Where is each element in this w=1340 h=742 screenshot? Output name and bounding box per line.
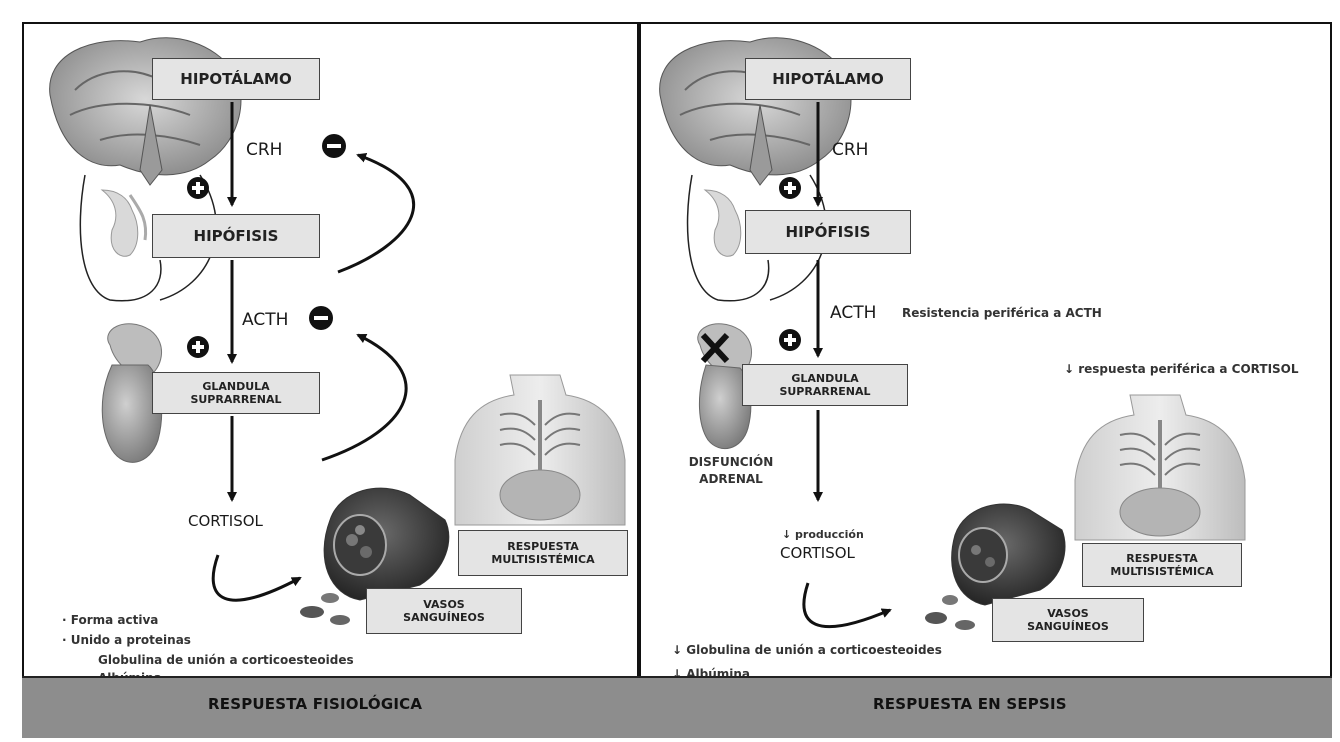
left-hipotalamo-box: HIPOTÁLAMO [152,58,320,100]
left-cortisol-label: CORTISOL [188,512,263,530]
right-respuesta-box: RESPUESTA MULTISISTÉMICA [1082,543,1242,587]
right-plus-icon-1 [779,177,801,199]
right-produccion-label: ↓ producción [782,528,864,541]
left-glandula-box: GLANDULA SUPRARRENAL [152,372,320,414]
right-hipofisis-label: HIPÓFISIS [785,223,871,241]
left-feedback-arrow-lower [321,333,408,462]
left-vasos-box: VASOS SANGUÍNEOS [366,588,522,634]
right-crh-label: CRH [832,140,869,160]
left-vessel-illustration [300,487,450,625]
left-minus-icon-1 [322,134,346,158]
right-note-globulina: ↓ Globulina de unión a corticoesteoides [672,643,942,657]
footer-label-sepsis: RESPUESTA EN SEPSIS [873,695,1067,713]
left-acth-label: ACTH [242,310,289,330]
left-feedback-arrow-upper [337,153,415,274]
panel-divider [637,22,641,694]
right-hipofisis-box: HIPÓFISIS [745,210,911,254]
right-cortisol-label: CORTISOL [780,544,855,562]
left-hipofisis-box: HIPÓFISIS [152,214,320,258]
right-vasos-box: VASOS SANGUÍNEOS [992,598,1144,642]
right-disfuncion-label: DISFUNCIÓN ADRENAL [688,455,774,486]
left-arrow-to-vessels [211,554,302,602]
right-glandula-box: GLANDULA SUPRARRENAL [742,364,908,406]
left-respuesta-label: RESPUESTA MULTISISTÉMICA [491,540,595,566]
left-note-unido-proteinas: · Unido a proteinas [62,633,191,647]
right-hipotalamo-label: HIPOTÁLAMO [772,70,884,88]
right-glandula-label: GLANDULA SUPRARRENAL [779,372,871,398]
left-plus-icon-1 [187,177,209,199]
left-crh-label: CRH [246,140,283,160]
cross-icon [700,332,730,364]
left-glandula-label: GLANDULA SUPRARRENAL [190,380,282,406]
left-adrenal-illustration [101,323,163,463]
right-respuesta-label: RESPUESTA MULTISISTÉMICA [1110,552,1214,578]
right-vessel-illustration [925,503,1066,630]
right-torso-illustration [1074,394,1246,541]
footer-bar [22,676,1332,738]
left-hipofisis-label: HIPÓFISIS [193,227,279,245]
right-acth-resistance-note: Resistencia periférica a ACTH [902,306,1102,320]
left-respuesta-box: RESPUESTA MULTISISTÉMICA [458,530,628,576]
right-cortisol-response-note: ↓ respuesta periférica a CORTISOL [1064,362,1299,376]
right-acth-label: ACTH [830,303,877,323]
right-adrenal-illustration [697,323,752,449]
left-torso-illustration [454,374,626,526]
right-plus-icon-2 [779,329,801,351]
left-plus-icon-2 [187,336,209,358]
right-arrow-to-vessels [802,582,892,629]
left-hipotalamo-label: HIPOTÁLAMO [180,70,292,88]
left-note-forma-activa: · Forma activa [62,613,159,627]
left-minus-icon-2 [309,306,333,330]
left-vasos-label: VASOS SANGUÍNEOS [403,598,485,624]
left-note-globulina: Globulina de unión a corticoesteoides [98,653,354,667]
right-vasos-label: VASOS SANGUÍNEOS [1027,607,1109,633]
footer-label-fisiologica: RESPUESTA FISIOLÓGICA [208,695,423,713]
right-hipotalamo-box: HIPOTÁLAMO [745,58,911,100]
